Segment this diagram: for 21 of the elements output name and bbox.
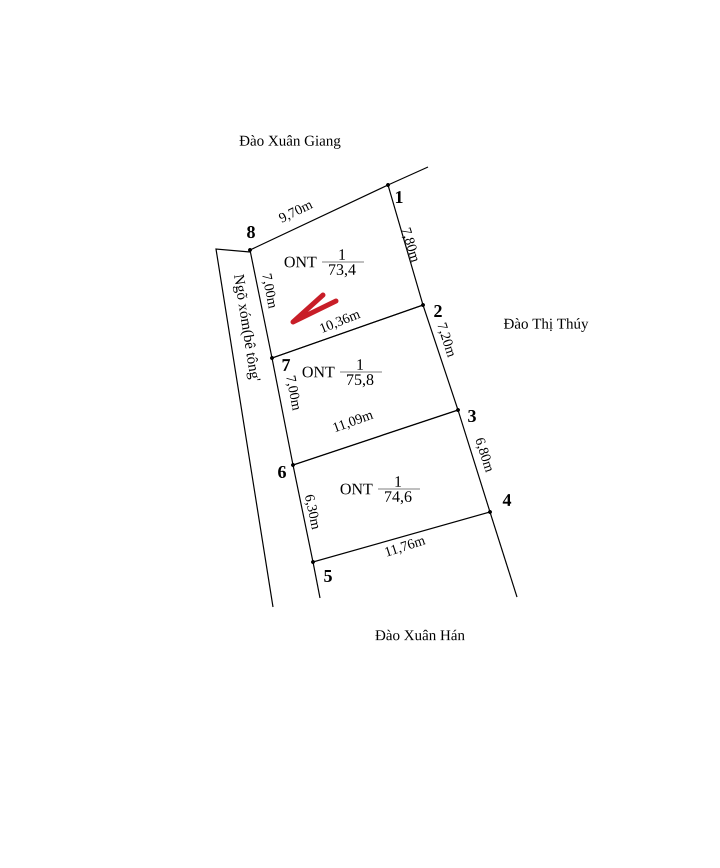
corner-number: 4 — [502, 494, 512, 506]
dimension-label: 7,00m — [285, 375, 300, 411]
dimension-label: 6,30m — [304, 494, 318, 530]
dimension-label: 11,76m — [385, 538, 426, 556]
neighbor-name: Đào Xuân Giang — [240, 135, 341, 149]
corner-number: 1 — [396, 191, 403, 203]
dimension-label: 11,09m — [333, 412, 374, 432]
neighbor-name: Đào Thị Thúy — [504, 318, 588, 332]
dimension-label: 9,70m — [278, 202, 314, 223]
dimension-label: 7,20m — [437, 322, 454, 358]
corner-number: 7 — [282, 359, 290, 371]
corner-number: 3 — [468, 410, 476, 422]
corner-number: 2 — [434, 305, 442, 317]
dimension-label: 6,80m — [475, 438, 492, 473]
corner-number: 6 — [278, 466, 286, 478]
corner-number: 8 — [247, 226, 255, 238]
dimension-label: 7,80m — [402, 227, 418, 263]
neighbor-name: Đào Xuân Hán — [375, 630, 465, 640]
corner-number: 5 — [324, 570, 332, 582]
dimension-label: 10,36m — [320, 312, 361, 333]
dimension-label: 7,00m — [261, 273, 276, 309]
